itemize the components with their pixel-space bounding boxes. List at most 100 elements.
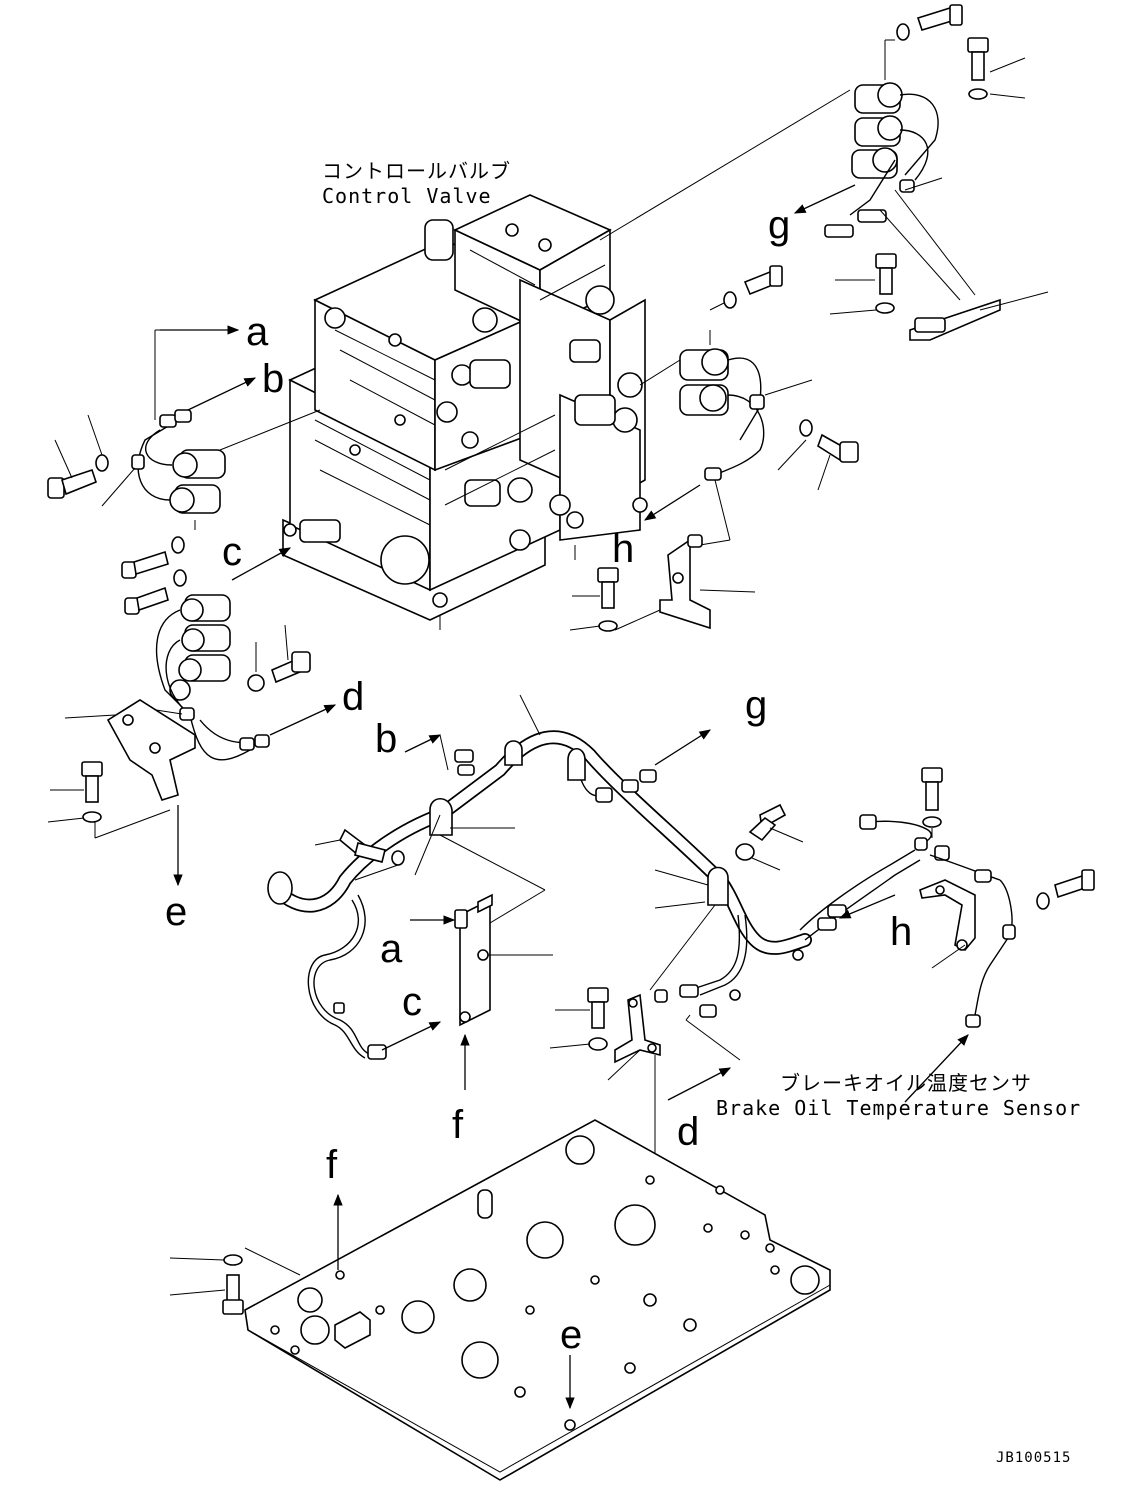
solenoid-group-left-upper: a b <box>101 310 321 530</box>
center-bracket: a c f <box>380 893 553 1147</box>
bolt-icon <box>743 265 783 296</box>
arrow-icon <box>904 1034 969 1103</box>
label-e-left: e <box>165 890 187 934</box>
label-e-bottom: e <box>560 1313 582 1357</box>
clamp-icon <box>504 740 523 766</box>
washer-icon <box>1036 892 1050 910</box>
label-g-top: g <box>768 203 790 247</box>
brake-oil-temp-sensor: ブレーキオイル温度センサ Brake Oil Temperature Senso… <box>716 1034 1081 1120</box>
label-a-middle: a <box>380 927 403 971</box>
bolt-icon <box>81 761 103 803</box>
control-valve-caption: コントロールバルブ Control Valve <box>322 159 511 208</box>
bolt-icon <box>916 4 963 31</box>
bolt-icon <box>121 550 169 579</box>
washer-icon <box>735 843 755 861</box>
fasteners-left-upper <box>47 414 109 499</box>
clamp-icon <box>429 797 453 836</box>
washer-icon <box>922 816 942 828</box>
wiring-harness <box>267 730 1016 1060</box>
sensor-caption-en: Brake Oil Temperature Sensor <box>716 1096 1081 1120</box>
bolt-icon <box>748 803 787 842</box>
bracket-right-middle <box>569 534 756 632</box>
solenoid-group-top-right <box>599 39 1001 341</box>
clamp-icon <box>707 866 729 906</box>
bolt-icon <box>124 586 169 615</box>
solenoid-group-right-middle <box>639 299 813 481</box>
bracket-left-lower: e <box>47 699 196 934</box>
bracket-icon <box>659 538 711 630</box>
washer-icon <box>171 536 185 554</box>
label-f-bottom: f <box>326 1143 338 1187</box>
bracket-right-lower: h <box>838 767 1095 969</box>
arrow-icon <box>667 1067 732 1101</box>
bolt-icon <box>587 987 609 1029</box>
arrow-icon <box>269 704 337 736</box>
bolt-icon <box>597 567 619 609</box>
bolt-icon <box>1054 869 1095 899</box>
fasteners-left-lower <box>247 624 311 692</box>
label-b-middle: b <box>375 717 397 761</box>
bracket-icon <box>919 879 976 951</box>
label-a-left: a <box>246 310 269 354</box>
washer-icon <box>723 291 737 309</box>
arrow-icon <box>644 484 701 521</box>
drawing-code: JB100515 <box>996 1450 1071 1466</box>
clamp-icon <box>567 747 586 781</box>
fasteners-left-c <box>121 536 187 615</box>
label-h-top: h <box>612 527 634 571</box>
bolt-icon <box>921 767 943 811</box>
fasteners-top <box>829 4 1049 315</box>
bolt-icon <box>817 433 859 463</box>
label-h-middle: h <box>890 910 912 954</box>
fasteners-bottom-left <box>169 1247 301 1315</box>
washer-icon <box>875 302 895 314</box>
washer-icon <box>588 1037 608 1051</box>
arrow-icon <box>793 184 856 214</box>
connector-g-top: g <box>768 184 856 247</box>
arrow-icon <box>654 729 711 766</box>
washer-icon <box>968 88 988 100</box>
control-valve-caption-jp: コントロールバルブ <box>322 159 511 183</box>
bolt-icon <box>339 828 386 863</box>
label-c-middle: c <box>402 980 422 1024</box>
arrow-icon <box>404 734 442 753</box>
label-b-left: b <box>262 357 284 401</box>
connector-g-middle: g <box>654 683 767 766</box>
washer-icon <box>223 1254 243 1266</box>
bracket-center-lower: d <box>549 987 741 1315</box>
fasteners-harness-middle <box>314 803 804 881</box>
connector-h-top: h <box>612 479 731 571</box>
fasteners-right-middle <box>723 265 859 491</box>
connector-f-bottom: f <box>326 1143 343 1270</box>
washer-icon <box>173 569 187 587</box>
arrow-icon <box>838 894 896 919</box>
bolt-icon <box>875 253 897 295</box>
label-c-top: c <box>222 530 242 574</box>
washer-icon <box>896 23 910 41</box>
washer-icon <box>247 674 265 692</box>
arrow-icon <box>187 377 257 411</box>
transmission-plate <box>244 1119 831 1481</box>
connector-b-middle: b <box>375 717 449 771</box>
label-g-middle: g <box>745 683 767 727</box>
solenoid-group-left-lower: d <box>129 594 364 761</box>
label-d-left: d <box>342 675 364 719</box>
washer-icon <box>95 454 109 472</box>
bolt-icon <box>967 37 989 81</box>
control-valve-assembly <box>282 194 648 630</box>
bolt-icon <box>271 651 311 684</box>
connector-c-top: c <box>222 530 292 581</box>
washer-icon <box>391 850 405 866</box>
bolt-icon <box>222 1274 244 1315</box>
washer-icon <box>598 620 618 632</box>
bolt-icon <box>47 468 97 499</box>
connector-e-bottom: e <box>560 1313 582 1410</box>
label-f-middle: f <box>452 1103 464 1147</box>
label-d-middle: d <box>677 1110 699 1154</box>
sensor-caption-jp: ブレーキオイル温度センサ <box>780 1071 1032 1095</box>
arrow-icon <box>231 547 292 581</box>
washer-icon <box>82 811 102 823</box>
control-valve-caption-en: Control Valve <box>322 184 492 208</box>
washer-icon <box>799 419 813 437</box>
